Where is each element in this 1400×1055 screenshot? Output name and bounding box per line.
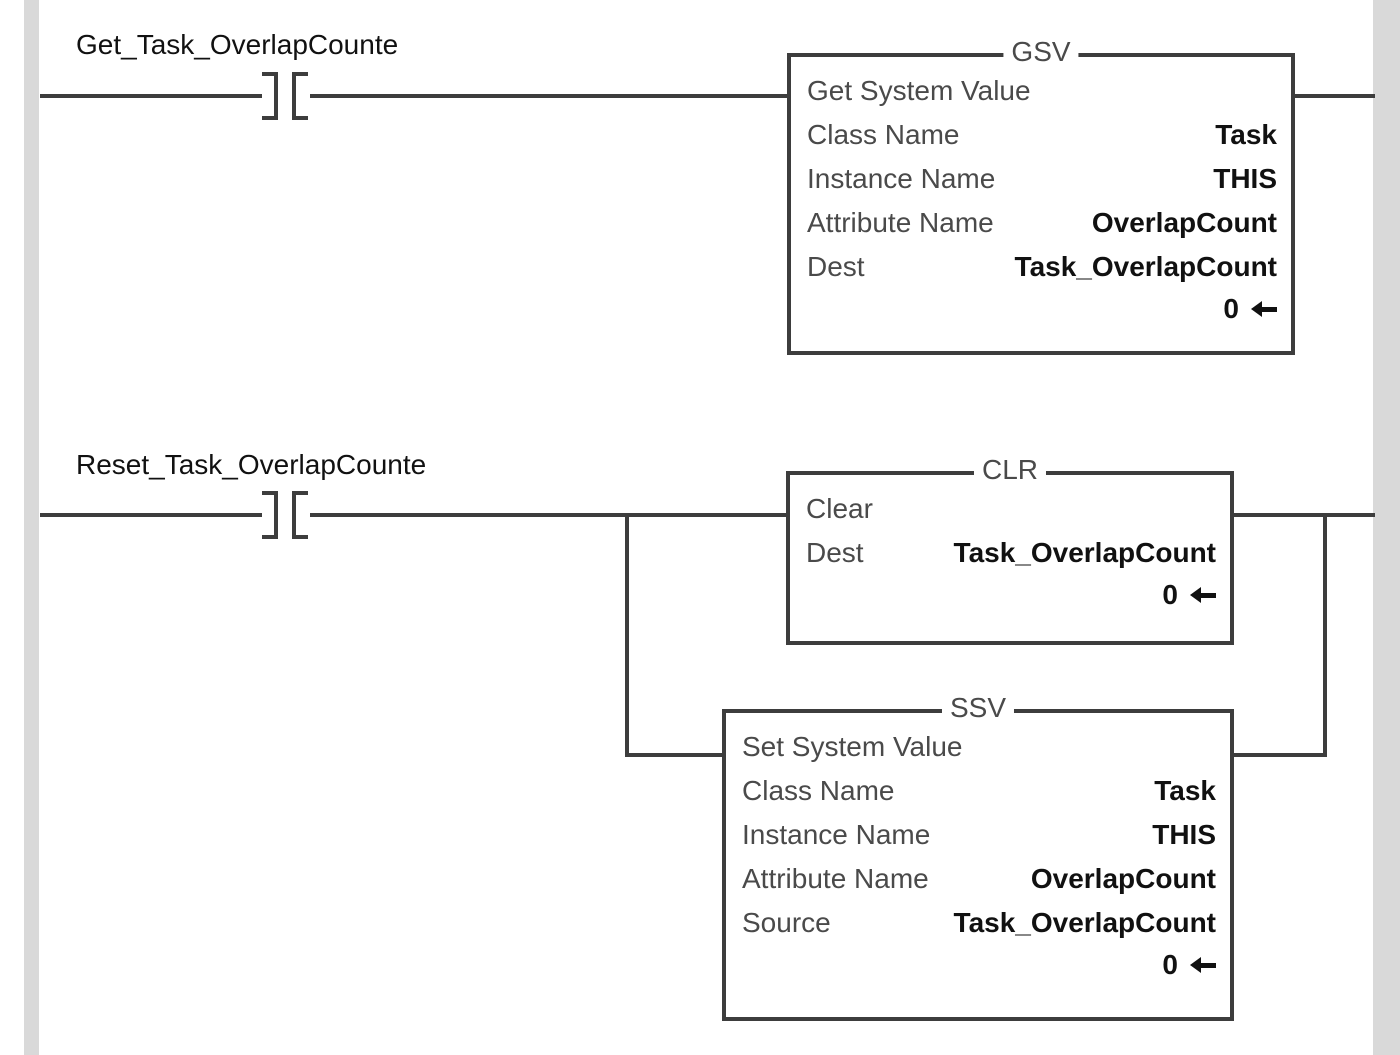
value-arrow-icon	[1190, 587, 1216, 603]
gsv-dest-live-value-row: 0	[807, 289, 1277, 329]
gsv-operand-attribute-name-value[interactable]: OverlapCount	[1091, 207, 1277, 238]
ssv-operand-class-name[interactable]: Class Name Task	[742, 769, 1216, 813]
rung-1-wire-right	[1323, 513, 1375, 517]
xic-contact-icon[interactable]	[248, 72, 308, 120]
ssv-output-wire	[1232, 753, 1327, 757]
rung-0-wire-right	[1293, 94, 1375, 98]
ssv-operand-attribute-name-key: Attribute Name	[742, 863, 929, 894]
clr-output-wire	[1232, 513, 1327, 517]
gsv-operand-attribute-name[interactable]: Attribute Name OverlapCount	[807, 201, 1277, 245]
ssv-operand-class-name-value[interactable]: Task	[1154, 775, 1216, 806]
clr-dest-live-value: 0	[1162, 579, 1178, 610]
left-margin-rail	[24, 0, 39, 1055]
clr-dest-live-value-row: 0	[806, 575, 1216, 615]
rung-0-wire-left	[40, 94, 262, 98]
ssv-instruction-block[interactable]: SSV Set System Value Class Name Task Ins…	[722, 693, 1234, 1021]
rung-0-wire-mid	[310, 94, 789, 98]
branch-lower-input-wire	[625, 753, 724, 757]
ssv-operand-source-value[interactable]: Task_OverlapCount	[953, 907, 1216, 938]
ssv-operand-class-name-key: Class Name	[742, 775, 895, 806]
ssv-operand-source[interactable]: Source Task_OverlapCount	[742, 901, 1216, 945]
gsv-operation-name: Get System Value	[807, 75, 1031, 106]
ssv-source-live-value: 0	[1162, 949, 1178, 980]
right-scroll-rail[interactable]	[1373, 0, 1400, 1055]
branch-right-vertical[interactable]	[1323, 513, 1327, 757]
value-arrow-icon	[1251, 301, 1277, 317]
ssv-operand-source-key: Source	[742, 907, 831, 938]
ssv-operand-instance-name[interactable]: Instance Name THIS	[742, 813, 1216, 857]
rung-1-wire-left	[40, 513, 262, 517]
rung-1-input-tag-label[interactable]: Reset_Task_OverlapCounte	[76, 449, 427, 480]
ssv-operand-attribute-name[interactable]: Attribute Name OverlapCount	[742, 857, 1216, 901]
ssv-operand-instance-name-key: Instance Name	[742, 819, 931, 850]
ssv-source-live-value-row: 0	[742, 945, 1216, 985]
clr-operand-dest-key: Dest	[806, 537, 864, 568]
gsv-mnemonic-label: GSV	[1003, 37, 1079, 67]
gsv-operand-class-name-value[interactable]: Task	[1215, 119, 1277, 150]
rung-1-wire-mid	[310, 513, 788, 517]
ssv-mnemonic-label: SSV	[941, 693, 1015, 723]
gsv-instruction-block[interactable]: GSV Get System Value Class Name Task Ins…	[787, 37, 1295, 355]
clr-operand-dest[interactable]: Dest Task_OverlapCount	[806, 531, 1216, 575]
clr-operation-name: Clear	[806, 493, 873, 524]
gsv-operand-instance-name[interactable]: Instance Name THIS	[807, 157, 1277, 201]
xic-contact-icon[interactable]	[248, 491, 308, 539]
gsv-operand-class-name-key: Class Name	[807, 119, 960, 150]
gsv-operand-dest[interactable]: Dest Task_OverlapCount	[807, 245, 1277, 289]
branch-left-vertical[interactable]	[625, 513, 629, 757]
clr-instruction-block[interactable]: CLR Clear Dest Task_OverlapCount 0	[786, 455, 1234, 645]
clr-mnemonic-label: CLR	[973, 455, 1047, 485]
ssv-operand-instance-name-value[interactable]: THIS	[1152, 819, 1216, 850]
rung-0-input-tag-label[interactable]: Get_Task_OverlapCounte	[76, 29, 399, 60]
gsv-operand-instance-name-value[interactable]: THIS	[1213, 163, 1277, 194]
gsv-operand-dest-key: Dest	[807, 251, 865, 282]
gsv-operand-dest-value[interactable]: Task_OverlapCount	[1014, 251, 1277, 282]
ssv-operation-name: Set System Value	[742, 731, 963, 762]
gsv-operand-attribute-name-key: Attribute Name	[807, 207, 994, 238]
gsv-operand-class-name[interactable]: Class Name Task	[807, 113, 1277, 157]
gsv-dest-live-value: 0	[1223, 293, 1239, 324]
value-arrow-icon	[1190, 957, 1216, 973]
ssv-operand-attribute-name-value[interactable]: OverlapCount	[1030, 863, 1216, 894]
clr-operand-dest-value[interactable]: Task_OverlapCount	[953, 537, 1216, 568]
gsv-operand-instance-name-key: Instance Name	[807, 163, 996, 194]
